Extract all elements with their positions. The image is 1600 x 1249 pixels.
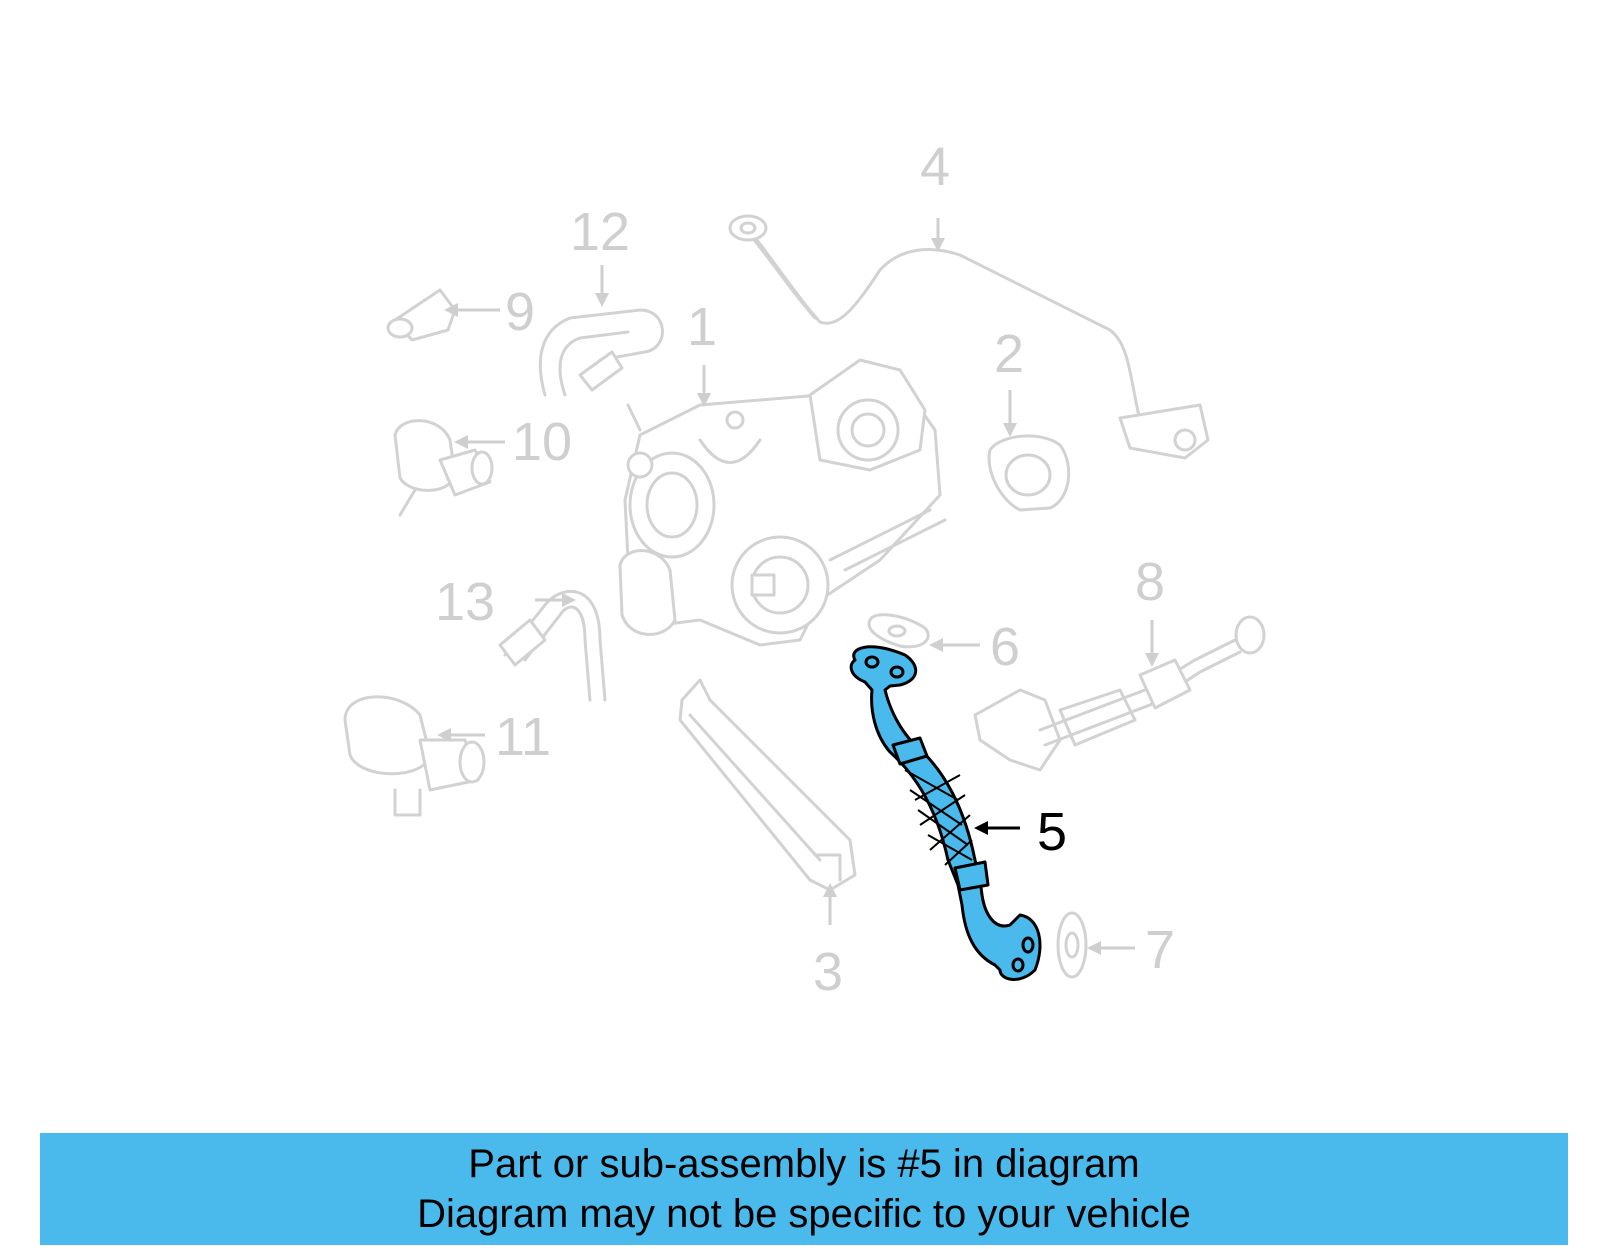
callout-10: 10 bbox=[512, 412, 572, 472]
banner-line-2: Diagram may not be specific to your vehi… bbox=[417, 1192, 1191, 1236]
info-banner: Part or sub-assembly is #5 in diagram Di… bbox=[40, 1133, 1568, 1245]
callout-1: 1 bbox=[687, 297, 717, 357]
callout-3: 3 bbox=[813, 942, 843, 1002]
part-8-tube bbox=[973, 615, 1266, 772]
part-2-gasket bbox=[987, 434, 1071, 512]
callout-4: 4 bbox=[920, 137, 950, 197]
callout-13: 13 bbox=[435, 572, 495, 632]
part-12-hose bbox=[538, 308, 664, 397]
callout-12: 12 bbox=[570, 202, 630, 262]
callout-2: 2 bbox=[994, 324, 1024, 384]
part-4-tube bbox=[728, 214, 1210, 460]
callout-11: 11 bbox=[495, 707, 551, 767]
callout-8: 8 bbox=[1135, 552, 1165, 612]
callout-5: 5 bbox=[1037, 802, 1067, 862]
part-5-oil-line bbox=[849, 645, 1042, 981]
callout-arrows bbox=[437, 218, 1159, 955]
part-3-bracket bbox=[678, 678, 857, 892]
callout-9: 9 bbox=[505, 282, 535, 342]
callout-7: 7 bbox=[1145, 920, 1175, 980]
banner-line-1: Part or sub-assembly is #5 in diagram bbox=[468, 1142, 1140, 1186]
part-1-turbocharger bbox=[618, 358, 947, 647]
callout-arrow-5 bbox=[974, 821, 1020, 835]
part-6-gasket bbox=[867, 613, 930, 649]
part-9-fitting bbox=[386, 288, 457, 342]
part-7-gasket bbox=[1056, 911, 1088, 979]
part-13-hose bbox=[498, 589, 607, 702]
part-11-valve bbox=[343, 695, 486, 817]
part-10-valve bbox=[393, 419, 494, 517]
callout-6: 6 bbox=[990, 617, 1020, 677]
